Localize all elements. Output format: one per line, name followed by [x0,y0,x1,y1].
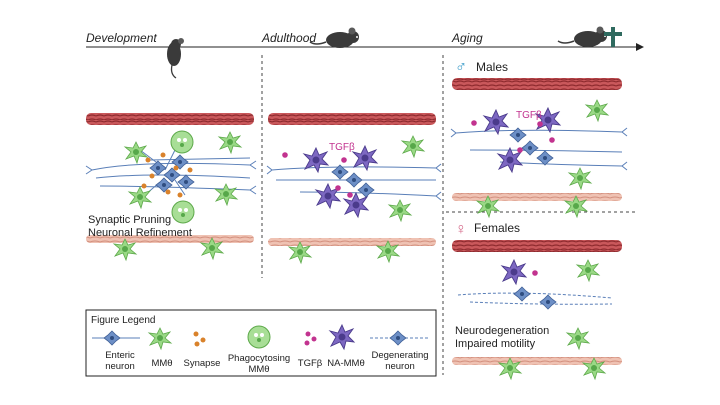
stage-development: Development [86,31,157,45]
males-tgf-label: TGFβ [516,110,542,121]
adulthood-panel: TGFβ [266,113,442,264]
stage-adulthood: Adulthood [261,31,316,45]
male-symbol-icon: ♂ [455,59,467,76]
legend-label: Degenerating [371,350,428,361]
legend-title: Figure Legend [91,315,156,326]
enteric-neuron [357,182,375,198]
macrophage [214,183,238,206]
na-macrophage [343,192,369,218]
legend-label: neuron [105,361,135,372]
aging-females-panel: ♀ Females Neurodegeneration Impaired mot… [452,221,622,380]
development-panel: Synaptic Pruning Neuronal Refinement [85,113,257,261]
mucosa-layer [268,238,436,246]
legend-label: MMθ [151,358,172,369]
enteric-neuron [177,174,195,190]
legend-label: Phagocytosing [228,353,290,364]
macrophage [585,99,609,122]
development-caption-2: Neuronal Refinement [88,227,192,239]
young-mouse-icon [167,38,184,79]
muscle-layer [452,78,622,90]
development-caption-1: Synaptic Pruning [88,214,171,226]
degenerating-neuron-network [457,292,613,305]
phagocytosing-macrophage [170,130,194,154]
legend-label: NA-MMθ [327,358,364,369]
legend-label: Synapse [184,358,221,369]
synapse-icon [193,331,206,347]
enteric-neuron [536,150,554,166]
tgf-beta-dots [282,152,353,198]
adult-mouse-icon [309,26,360,49]
tgf-beta-dots [471,120,555,153]
degenerating-neuron [539,294,557,310]
neuron-network [450,127,628,171]
na-macrophage [501,259,527,285]
legend-label: TGFβ [298,358,323,369]
synapse-cluster [141,152,193,198]
females-caption-2: Impaired motility [455,338,536,350]
legend-label: neuron [385,361,415,372]
legend-label: MMθ [248,364,269,375]
na-macrophage [303,147,329,173]
enteric-neuron [521,140,539,156]
degenerating-neuron [513,286,531,302]
figure-legend: Figure Legend Enteric neuron MMθ Synapse… [85,309,437,377]
females-caption-1: Neurodegeneration [455,325,549,337]
enteric-neuron [345,172,363,188]
macrophage [568,167,592,190]
phagocytosing-macrophage [171,200,195,224]
female-symbol-icon: ♀ [455,221,467,238]
stage-aging: Aging [451,31,483,45]
macrophage [388,199,412,222]
macrophage [218,131,242,154]
mucosa-layer [452,357,622,365]
phagocytosing-mm-theta-icon [247,325,271,349]
females-label: Females [474,221,520,235]
macrophage [128,186,152,209]
muscle-layer [268,113,436,125]
cross-icon [604,27,622,47]
tgf-beta-dot [532,270,538,276]
macrophage [576,259,600,282]
enteric-neuron-icon [92,330,140,346]
mucosa-layer [452,193,622,201]
tgf-beta-icon [304,331,317,346]
macrophage [401,135,425,158]
aging-males-panel: ♂ Males TGFβ [450,59,628,218]
legend-label: Enteric [105,350,135,361]
adulthood-tgf-label: TGFβ [329,142,355,153]
muscle-layer [452,240,622,252]
degenerating-neuron-icon [370,330,430,346]
timeline-arrowhead [636,43,644,51]
muscle-layer [86,113,254,125]
macrophage [566,327,590,350]
males-label: Males [476,60,508,74]
old-mouse-icon [557,25,608,48]
